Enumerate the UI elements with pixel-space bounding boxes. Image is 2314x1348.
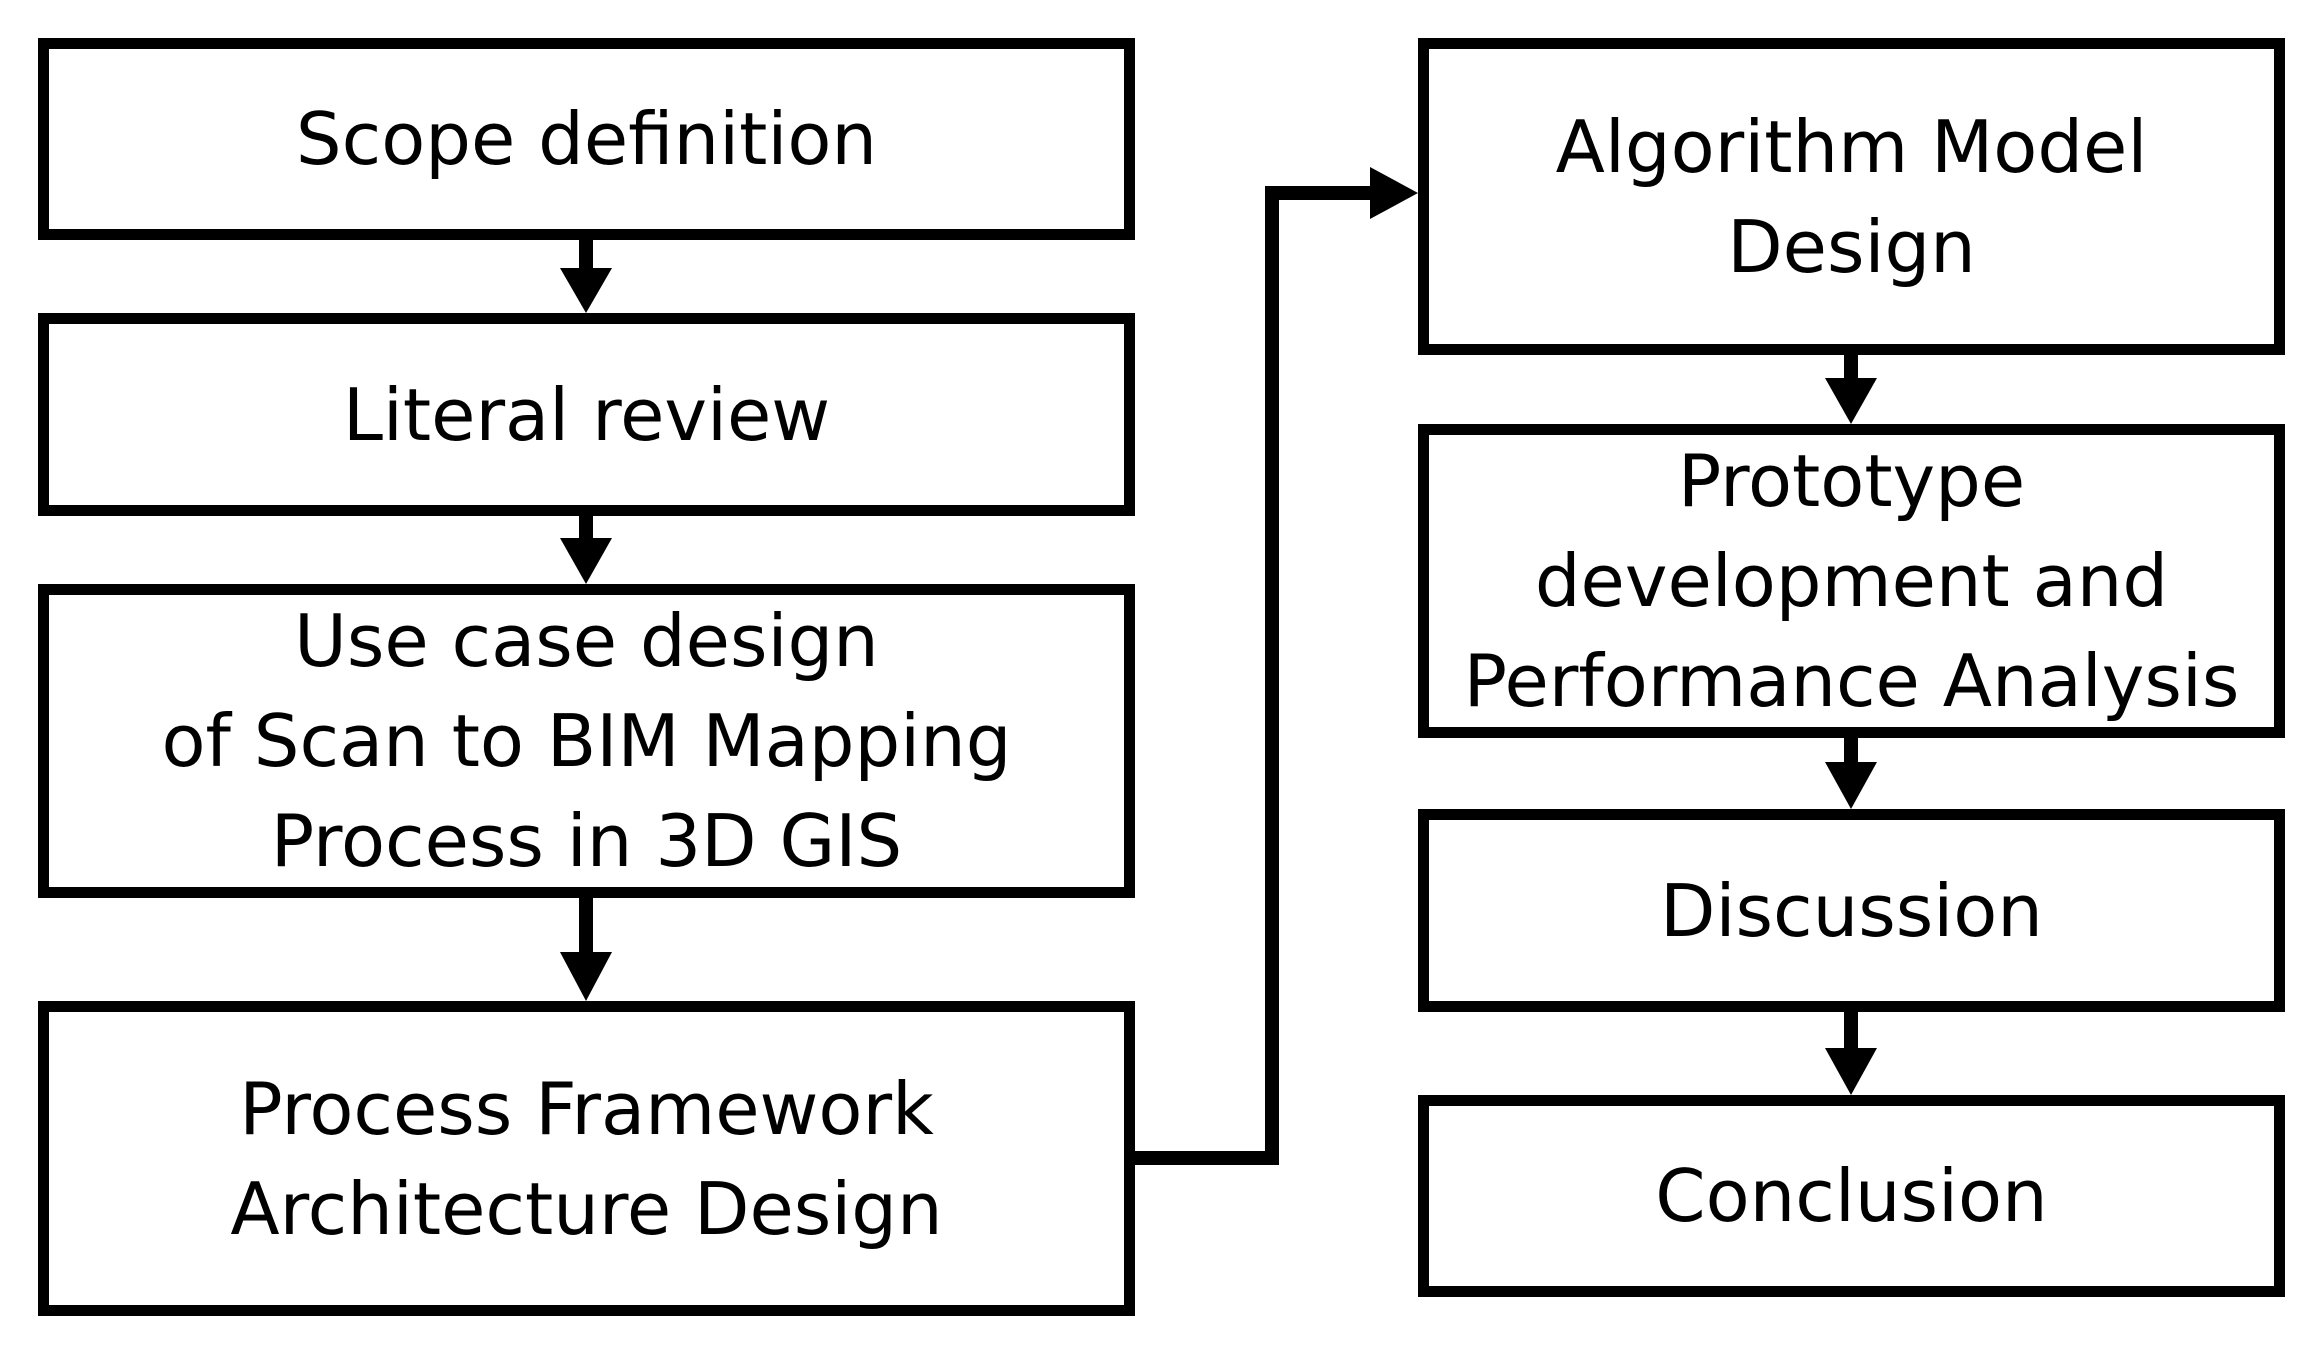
box-label: Scope definition: [295, 97, 878, 181]
box-literal-review: Literal review: [38, 313, 1135, 516]
box-use-case-design: Use case design of Scan to BIM Mapping P…: [38, 584, 1135, 898]
box-scope-definition: Scope definition: [38, 38, 1135, 240]
arrow-framework-to-algorithm: [1135, 167, 1418, 1165]
box-process-framework: Process Framework Architecture Design: [38, 1001, 1135, 1316]
box-label: Literal review: [342, 372, 831, 457]
arrow-usecase-to-framework: [560, 898, 612, 1001]
box-label: Use case design of Scan to BIM Mapping P…: [161, 599, 1012, 883]
arrow-prototype-to-discussion: [1825, 738, 1877, 809]
box-label: Discussion: [1660, 868, 2043, 953]
arrow-scope-to-review: [560, 240, 612, 313]
box-label: Algorithm Model Design: [1555, 104, 2148, 289]
box-conclusion: Conclusion: [1418, 1095, 2285, 1297]
arrow-review-to-usecase: [560, 516, 612, 584]
box-label: Process Framework Architecture Design: [230, 1066, 943, 1251]
box-discussion: Discussion: [1418, 809, 2285, 1012]
box-prototype-development: Prototype development and Performance An…: [1418, 424, 2285, 738]
arrow-discussion-to-conclusion: [1825, 1012, 1877, 1095]
arrow-algorithm-to-prototype: [1825, 355, 1877, 424]
box-label: Prototype development and Performance An…: [1463, 439, 2240, 723]
box-label: Conclusion: [1655, 1154, 2048, 1238]
box-algorithm-model-design: Algorithm Model Design: [1418, 38, 2285, 355]
